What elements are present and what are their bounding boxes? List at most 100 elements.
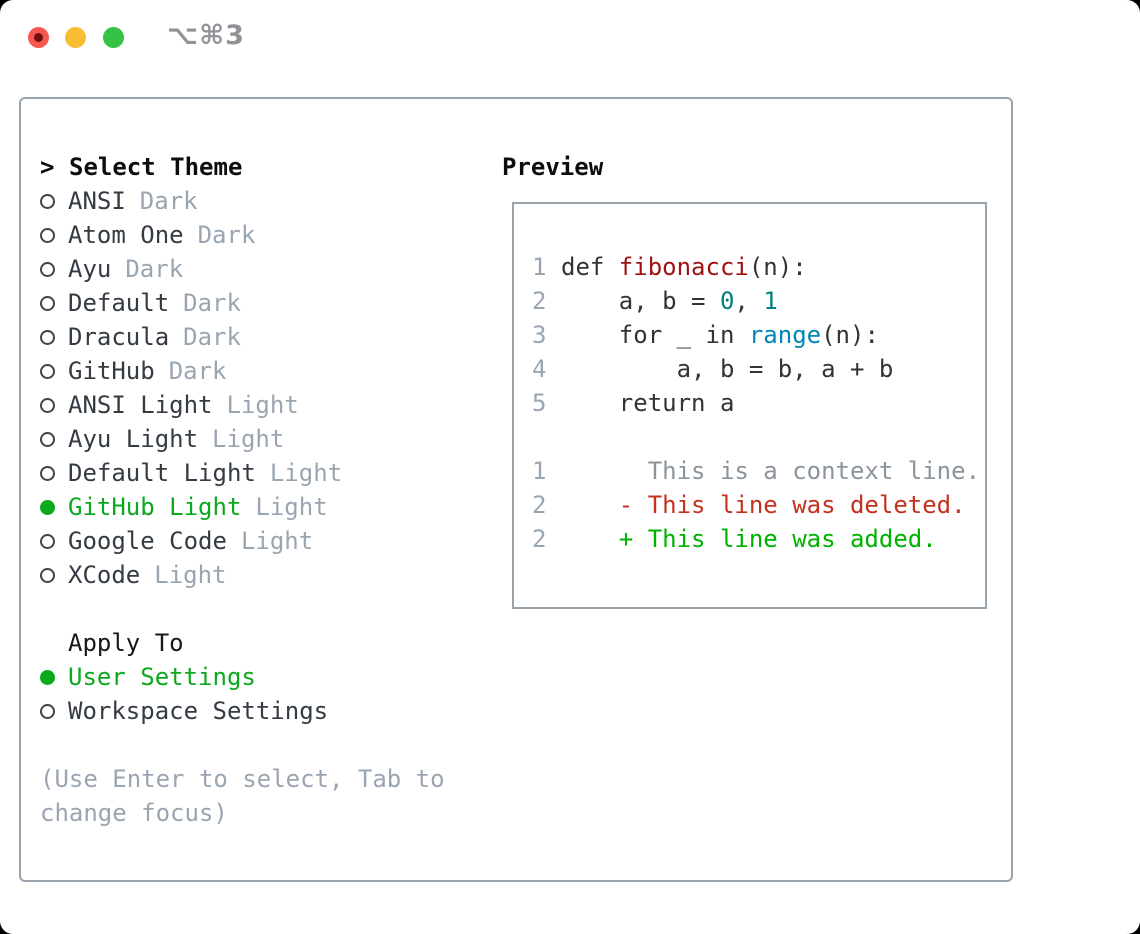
theme-variant-tag: Dark [183,289,241,317]
apply-to-heading: Apply To [68,629,184,657]
code-segment-added: + This line was added. [561,525,937,553]
hint-line-1: (Use Enter to select, Tab to [40,765,445,793]
radio-icon [40,363,55,379]
code-segment-deleted: - This line was deleted. [561,491,966,519]
close-dot-icon [34,33,43,42]
line-number: 5 [532,389,547,417]
theme-option-label: ANSI Light [68,391,213,419]
code-segment-plain: for _ in [561,321,749,349]
theme-variant-tag: Light [154,561,227,589]
theme-variant-tag: Dark [197,221,256,249]
code-line: 1 This is a context line. [532,454,985,488]
radio-icon [40,329,55,345]
code-segment-plain: a, b = [561,287,720,315]
close-button-icon[interactable] [28,27,49,48]
radio-selected-icon [40,669,55,685]
radio-icon [40,567,55,583]
code-segment-context: This is a context line. [561,457,981,485]
line-number: 1 [532,253,547,281]
radio-icon [40,703,55,719]
radio-icon [40,193,55,209]
window-title: ⌥⌘3 [167,20,245,51]
theme-option[interactable]: Default Light Light [40,456,480,490]
theme-option-label: GitHub Light [68,493,242,521]
theme-option[interactable]: GitHub Dark [40,354,480,388]
radio-icon [40,295,55,311]
select-theme-heading-row: > Select Theme [40,150,480,184]
code-segment-plain: def [561,253,619,281]
code-segment-plain: , [734,287,764,315]
radio-icon [40,465,55,481]
radio-icon [40,261,55,277]
theme-variant-tag: Light [212,425,285,453]
code-segment-builtin: range [748,321,822,349]
theme-option[interactable]: Atom One Dark [40,218,480,252]
theme-variant-tag: Light [240,527,314,555]
theme-option[interactable]: Dracula Dark [40,320,480,354]
apply-to-heading-row: Apply To [40,626,480,660]
code-segment-plain: (n): [821,321,879,349]
hint-line-2: change focus) [40,799,228,827]
theme-option-label: Google Code [68,527,227,555]
code-line [532,420,985,454]
theme-option[interactable]: Ayu Dark [40,252,480,286]
theme-option-label: Dracula [68,323,170,351]
radio-icon [40,431,55,447]
select-theme-heading: Select Theme [69,153,243,181]
line-number: 2 [532,287,547,315]
code-segment-number: 0 [719,287,735,315]
prompt-icon: > [40,153,55,181]
code-line: 2 - This line was deleted. [532,488,985,522]
minimize-button-icon[interactable] [65,27,86,48]
apply-option[interactable]: Workspace Settings [40,694,480,728]
theme-variant-tag: Light [269,459,343,487]
radio-icon [40,227,55,243]
code-line: 2 a, b = 0, 1 [532,284,985,318]
theme-variant-tag: Dark [183,323,241,351]
theme-option-label: Ayu Light [68,425,199,453]
theme-option[interactable]: Default Dark [40,286,480,320]
radio-selected-icon [40,499,55,515]
code-segment-number: 1 [763,287,778,315]
theme-variant-tag: Dark [168,357,227,385]
theme-variant-tag: Light [255,493,328,521]
radio-icon [40,397,55,413]
line-number: 2 [532,491,547,519]
theme-option[interactable]: XCode Light [40,558,480,592]
theme-variant-tag: Dark [125,255,184,283]
code-segment-plain: (n): [748,253,807,281]
line-number: 1 [532,457,547,485]
theme-option-label: Atom One [68,221,184,249]
preview-heading: Preview [502,153,604,181]
apply-option[interactable]: User Settings [40,660,480,694]
theme-option-label: Ayu [68,255,112,283]
apply-option-label: Workspace Settings [68,697,329,725]
theme-option-label: Default [68,289,170,317]
line-number: 4 [532,355,547,383]
code-line: 5 return a [532,386,985,420]
code-segment-plain: a, b = b, a + b [561,355,894,383]
theme-option-label: Default Light [68,459,256,487]
apply-option-label: User Settings [68,663,256,691]
theme-option[interactable]: GitHub Light Light [40,490,480,524]
radio-icon [40,533,55,549]
spacer-row [40,728,480,762]
theme-option-label: GitHub [68,357,155,385]
theme-option[interactable]: Google Code Light [40,524,480,558]
theme-variant-tag: Dark [139,187,198,215]
theme-option[interactable]: Ayu Light Light [40,422,480,456]
spacer-row [40,592,480,626]
theme-option-label: XCode [68,561,141,589]
zoom-button-icon[interactable] [103,27,124,48]
line-number: 2 [532,525,547,553]
